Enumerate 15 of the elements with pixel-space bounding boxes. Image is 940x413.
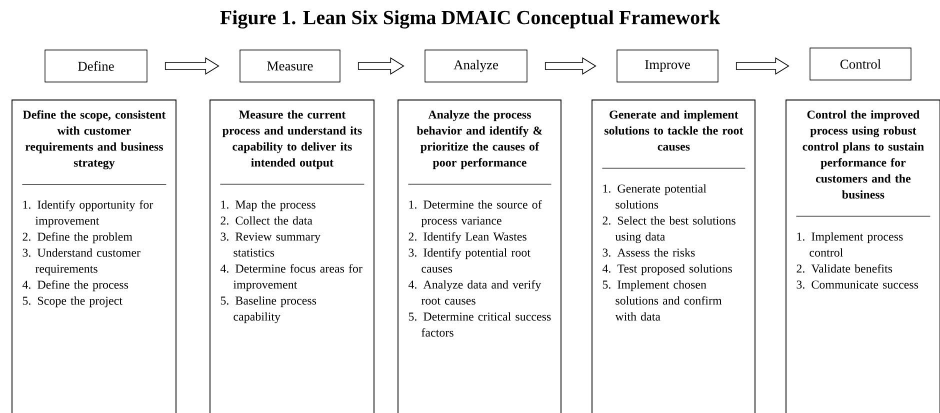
phase-box: Improve bbox=[616, 50, 718, 82]
phase-detail-box: Control the improved process using robust control plans to sustain performance for customers and the business 1. Implement process control 2. Validate benefits 3. Communicate success bbox=[786, 100, 940, 413]
phase-detail-box: Define the scope, consistent with customer requirements and business strategy 1. Identify opportunity for improvement 2. Define the problem 3. Understand customer requirements 4. Define the process 5. Scope the project bbox=[12, 100, 176, 413]
phase-box: Analyze bbox=[424, 50, 528, 82]
block-arrow bbox=[544, 57, 596, 75]
block-arrow bbox=[164, 57, 220, 75]
phase-box: Measure bbox=[240, 50, 340, 82]
block-arrow bbox=[736, 57, 790, 75]
phase-detail-box: Measure the current process and understand its capability to deliver its intended output 1. Map the process 2. Collect the data 3. Review summary statistics 4. Determine focus areas for improvement 5. Baseline process capability bbox=[210, 100, 374, 413]
phase-detail-box: Generate and implement solutions to tackle the root causes 1. Generate potential solutions 2. Select the best solutions using data 3. Assess the risks 4. Test proposed solutions 5. Implement chosen solutions and confirm with data bbox=[592, 100, 756, 413]
block-arrow bbox=[358, 57, 404, 75]
phase-box: Control bbox=[810, 48, 912, 80]
phase-box: Define bbox=[44, 50, 148, 82]
phase-detail-box: Analyze the process behavior and identify & prioritize the causes of poor performance 1. Determine the source of process variance 2. Identify Lean Wastes 3. Identify potential root causes 4. Analyze data and verify root causes 5. Determine critical success factors bbox=[398, 100, 562, 413]
title: Figure 1. Lean Six Sigma DMAIC Conceptual Framework bbox=[220, 10, 720, 28]
